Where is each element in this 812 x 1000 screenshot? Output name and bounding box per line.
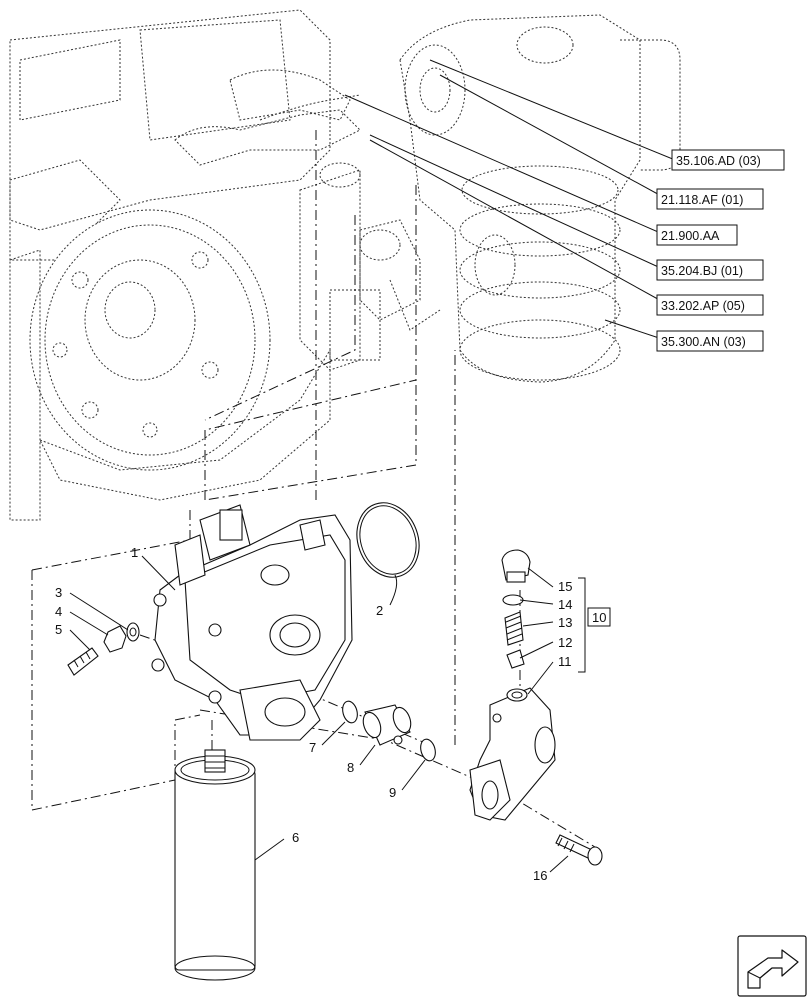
callout-5: 5 bbox=[55, 622, 62, 637]
reference-box-1[interactable]: 35.106.AD (03) bbox=[671, 149, 785, 171]
bolt-16 bbox=[555, 834, 603, 866]
washer-nut-stud bbox=[67, 622, 140, 676]
reference-label: 35.204.BJ (01) bbox=[661, 264, 743, 278]
callout-1: 1 bbox=[131, 545, 138, 560]
group-box-10: 10 bbox=[587, 607, 611, 627]
callout-15: 15 bbox=[558, 579, 572, 594]
callout-16: 16 bbox=[533, 868, 547, 883]
reference-label: 21.900.AA bbox=[661, 229, 720, 243]
engine-background bbox=[9, 9, 681, 521]
o-ring-small-7 bbox=[342, 700, 358, 724]
o-ring-large bbox=[356, 502, 420, 578]
callout-3: 3 bbox=[55, 585, 62, 600]
adapter-sleeve bbox=[362, 704, 412, 746]
callout-11: 11 bbox=[558, 654, 572, 669]
callout-2: 2 bbox=[376, 603, 383, 618]
callout-9: 9 bbox=[389, 785, 396, 800]
o-ring-large-inner bbox=[359, 505, 417, 575]
reference-box-5[interactable]: 33.202.AP (05) bbox=[656, 294, 764, 316]
reference-label: 35.106.AD (03) bbox=[676, 154, 761, 168]
reference-box-2[interactable]: 21.118.AF (01) bbox=[656, 188, 764, 210]
valve-body bbox=[469, 687, 556, 821]
reference-label: 35.300.AN (03) bbox=[661, 335, 746, 349]
callout-leaders bbox=[69, 555, 586, 873]
reference-label: 33.202.AP (05) bbox=[661, 299, 745, 313]
reference-label: 21.118.AF (01) bbox=[661, 193, 743, 207]
reference-leaders bbox=[344, 59, 681, 341]
filter-cartridge bbox=[174, 749, 256, 981]
reference-box-3[interactable]: 21.900.AA bbox=[656, 224, 738, 246]
callout-13: 13 bbox=[558, 615, 572, 630]
callout-7: 7 bbox=[309, 740, 316, 755]
hydraulic-pump bbox=[151, 504, 353, 741]
callout-4: 4 bbox=[55, 604, 62, 619]
reference-box-6[interactable]: 35.300.AN (03) bbox=[656, 330, 764, 352]
check-valve-parts bbox=[501, 549, 531, 669]
callout-8: 8 bbox=[347, 760, 354, 775]
reference-box-4[interactable]: 35.204.BJ (01) bbox=[656, 259, 764, 281]
o-ring-small-9 bbox=[420, 738, 436, 762]
next-page-arrow-icon[interactable] bbox=[737, 935, 807, 997]
group-label: 10 bbox=[592, 610, 606, 625]
callout-14: 14 bbox=[558, 597, 572, 612]
callout-6: 6 bbox=[292, 830, 299, 845]
callout-12: 12 bbox=[558, 635, 572, 650]
